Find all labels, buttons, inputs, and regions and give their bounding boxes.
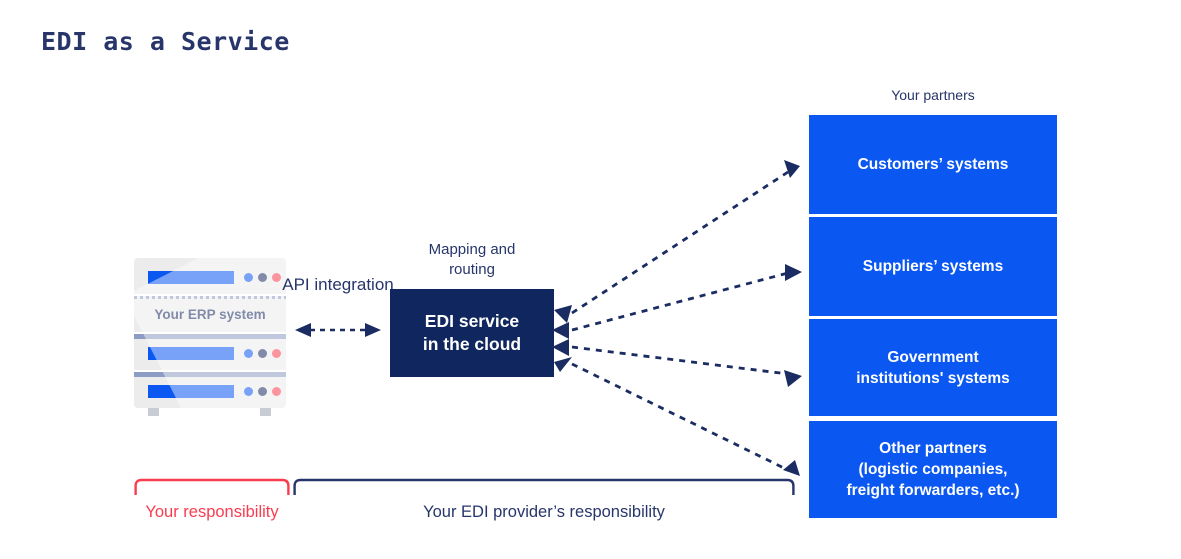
server-unit-4 [134,372,286,408]
page-title: EDI as a Service [41,27,290,56]
partner-box-customers: Customers’ systems [809,115,1057,214]
mapping-and-routing-label: Mapping and routing [428,241,516,278]
partner-box-government: Government institutions' systems [809,319,1057,416]
edi-service-label: EDI service in the cloud [422,311,522,354]
erp-server-illustration: Your ERP system [134,258,286,416]
partner-label: Customers’ systems [857,156,1009,173]
erp-system-label: Your ERP system [154,307,266,322]
arrowhead-edi-1 [554,305,572,323]
indicator-dot-blue-icon [244,349,253,358]
server-unit-2-erp-label: Your ERP system [134,296,286,332]
server-status-bar-icon [148,385,234,398]
server-top-strip [134,334,286,339]
indicator-dot-navy-icon [258,387,267,396]
api-integration-label: API integration [282,275,394,294]
your-partners-label: Your partners [891,87,975,103]
server-indicator-dots-icon [244,273,284,282]
arrowhead-edi-3 [552,339,569,356]
arrowhead-partner-3 [784,370,802,387]
indicator-dot-red-icon [272,273,281,282]
partner-box-suppliers: Suppliers’ systems [809,217,1057,316]
server-status-bar-icon [148,271,234,284]
server-unit-3 [134,334,286,370]
partner-box-other: Other partners (logistic companies, frei… [809,421,1057,518]
server-dotted-divider [134,296,286,299]
edi-service-box: EDI service in the cloud [390,289,554,377]
indicator-dot-blue-icon [244,273,253,282]
server-indicator-dots-icon [244,387,284,396]
indicator-dot-navy-icon [258,273,267,282]
server-unit-1 [134,258,286,294]
server-foot-right [260,408,271,416]
arrowhead-edi-2 [552,322,569,339]
partner-label: Government institutions' systems [856,348,1010,387]
edi-provider-responsibility-label: Your EDI provider’s responsibility [423,503,665,521]
indicator-dot-red-icon [272,387,281,396]
your-responsibility-label: Your responsibility [145,503,279,521]
partner-label: Other partners (logistic companies, frei… [846,440,1020,499]
edi-to-partners-connections [552,160,802,476]
arrowhead-partner-1 [784,160,800,178]
arrowhead-partner-2 [785,264,802,281]
server-indicator-dots-icon [244,349,284,358]
arrowhead-partner-4 [783,460,800,476]
partner-label: Suppliers’ systems [862,258,1004,275]
api-integration-bidirectional-arrow-icon [295,323,381,337]
server-top-strip [134,372,286,377]
edi-provider-responsibility-bracket [293,478,795,495]
server-status-bar-icon [148,347,234,360]
indicator-dot-blue-icon [244,387,253,396]
indicator-dot-navy-icon [258,349,267,358]
arrowhead-edi-4 [554,357,572,372]
indicator-dot-red-icon [272,349,281,358]
server-foot-left [148,408,159,416]
your-responsibility-bracket [134,478,290,495]
server-feet [134,408,286,416]
